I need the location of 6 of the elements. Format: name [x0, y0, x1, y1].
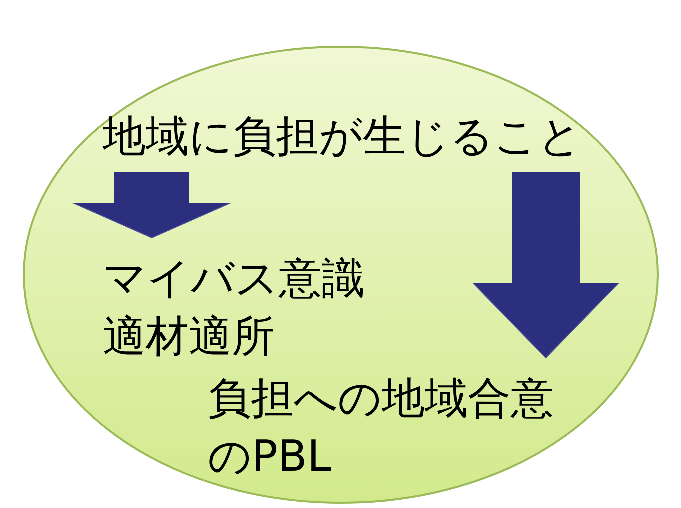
node-text: 適材適所 [103, 311, 276, 364]
block-arrow [472, 172, 620, 358]
node-text: 地域に負担が生じること [103, 111, 583, 164]
node-text: マイバス意識 [103, 253, 366, 306]
node-text: 負担への地域合意のPBL [208, 373, 555, 484]
block-arrow [72, 172, 232, 238]
